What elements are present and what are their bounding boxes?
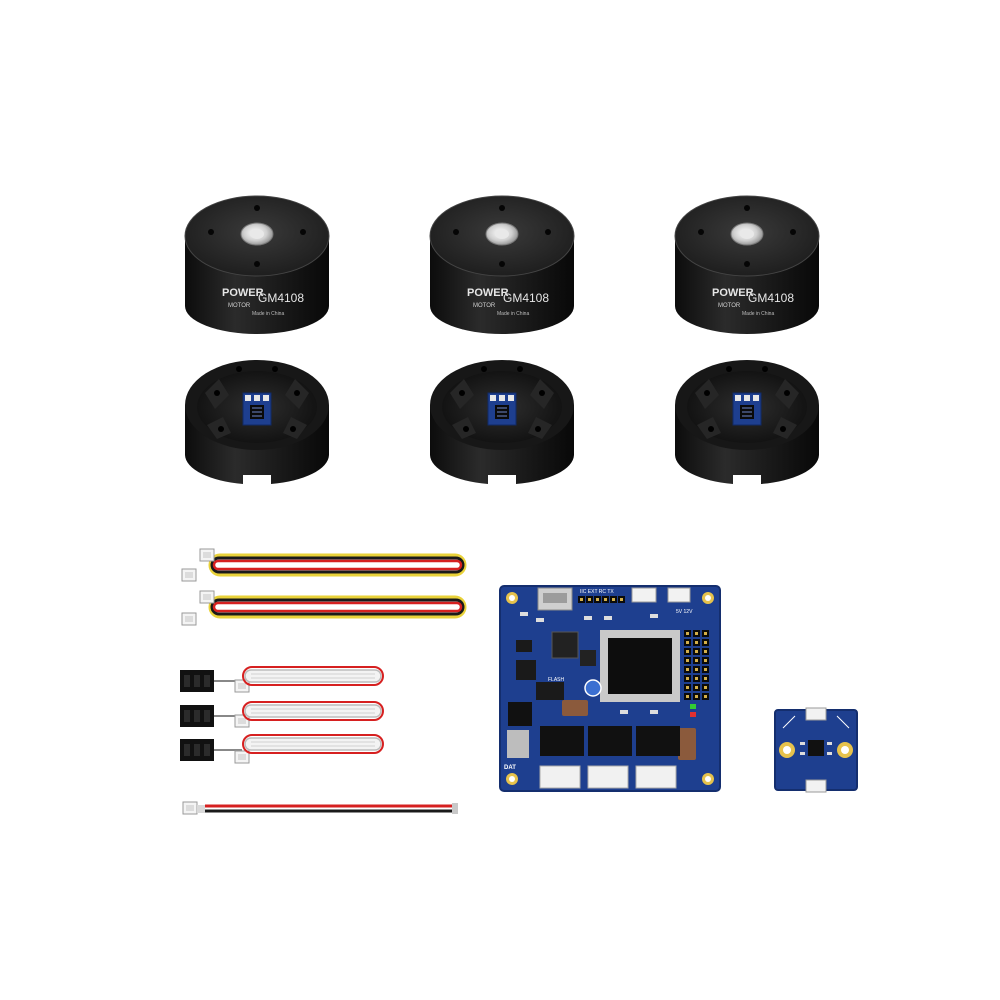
servo-cable-2 xyxy=(180,701,384,728)
controller-board: IIC EXT RC TX 5V 12V FLASH xyxy=(499,585,721,792)
svg-text:POWER: POWER xyxy=(712,287,754,299)
servo-cable-3 xyxy=(180,734,384,764)
motor-base-2 xyxy=(429,359,575,485)
motor-base-1 xyxy=(184,359,330,485)
servo-cable-1 xyxy=(180,666,384,693)
motor-2-label: POWER MOTOR GM4108 Made in China xyxy=(467,287,549,317)
svg-text:Made in China: Made in China xyxy=(252,311,284,317)
svg-text:Made in China: Made in China xyxy=(742,311,774,317)
svg-text:MOTOR: MOTOR xyxy=(718,303,741,309)
svg-text:POWER: POWER xyxy=(467,287,509,299)
imu-sensor-board xyxy=(774,707,858,793)
svg-text:GM4108: GM4108 xyxy=(748,291,794,305)
motor-3-label: POWER MOTOR GM4108 Made in China xyxy=(712,287,794,317)
svg-text:MOTOR: MOTOR xyxy=(473,303,496,309)
long-cable-2 xyxy=(181,590,467,626)
svg-text:GM4108: GM4108 xyxy=(503,291,549,305)
svg-text:POWER: POWER xyxy=(222,287,264,299)
long-cable-1 xyxy=(181,548,467,582)
motor-1-label: POWER MOTOR GM4108 Made in China xyxy=(222,287,304,317)
power-wire xyxy=(182,801,458,815)
flash-label: FLASH xyxy=(548,677,565,683)
svg-text:MOTOR: MOTOR xyxy=(228,303,251,309)
dat-label: DAT xyxy=(504,765,516,771)
board-top-label: IIC EXT RC TX xyxy=(580,589,614,595)
svg-text:GM4108: GM4108 xyxy=(258,291,304,305)
svg-text:Made in China: Made in China xyxy=(497,311,529,317)
motor-base-3 xyxy=(674,359,820,485)
board-power-label: 5V 12V xyxy=(676,609,693,615)
